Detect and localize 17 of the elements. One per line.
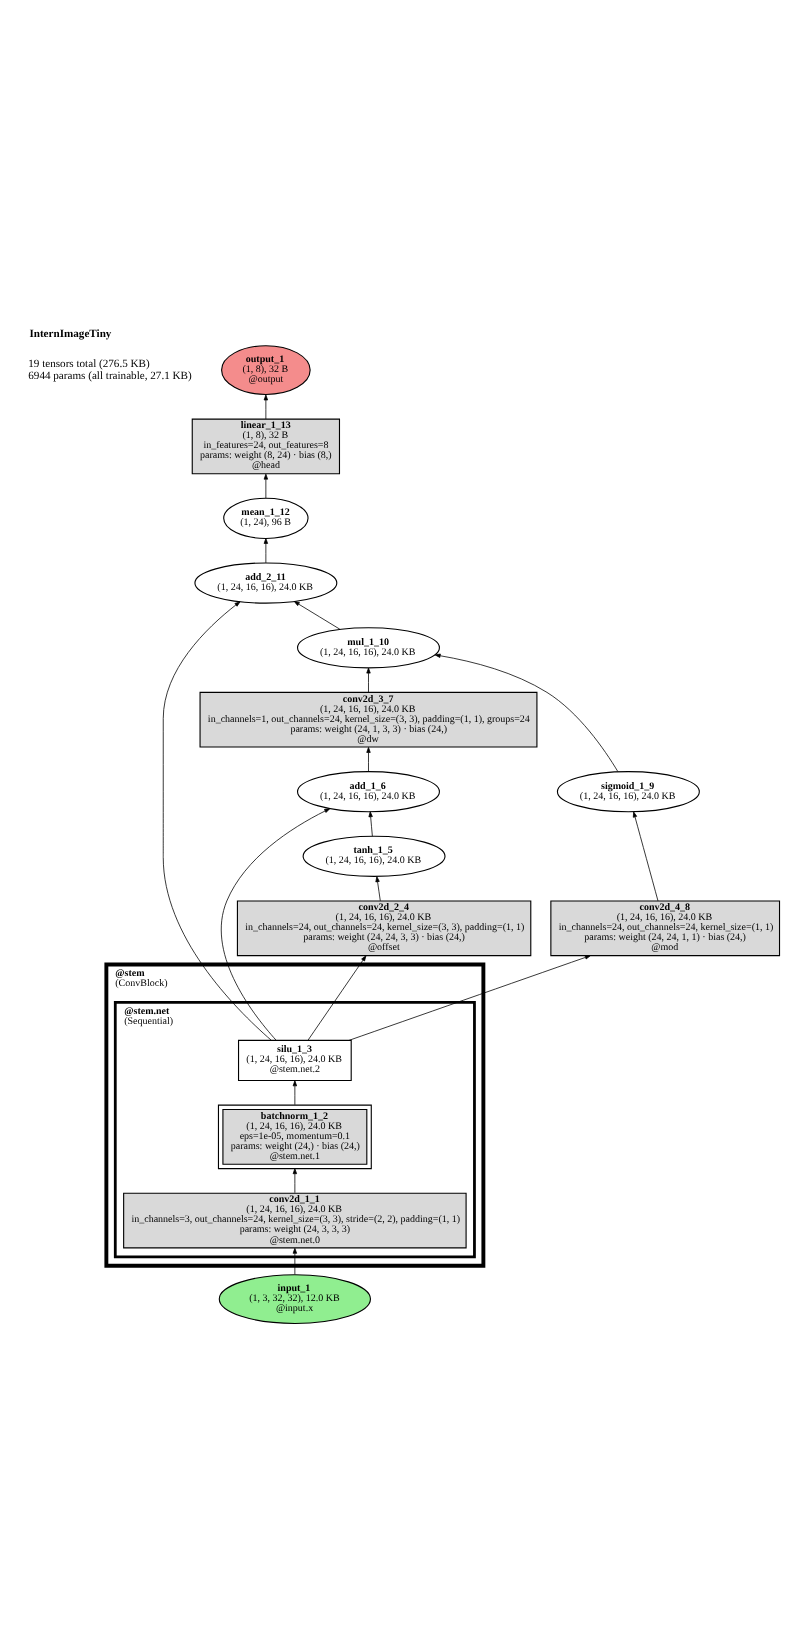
arrow (293, 600, 341, 629)
arrow (366, 746, 371, 771)
arrow (307, 954, 367, 1040)
arrow (292, 1246, 297, 1274)
arrow (220, 807, 331, 1040)
arrow (368, 810, 373, 836)
arrow (348, 954, 591, 1040)
arrow (292, 1079, 297, 1105)
arrow (434, 652, 619, 771)
arrow (632, 810, 659, 901)
arrow (292, 1167, 297, 1193)
arrow (263, 393, 268, 419)
arrow (263, 472, 268, 498)
arrow (366, 666, 371, 692)
arrow (162, 600, 272, 1040)
arrow (263, 537, 268, 563)
arrow (375, 875, 381, 901)
